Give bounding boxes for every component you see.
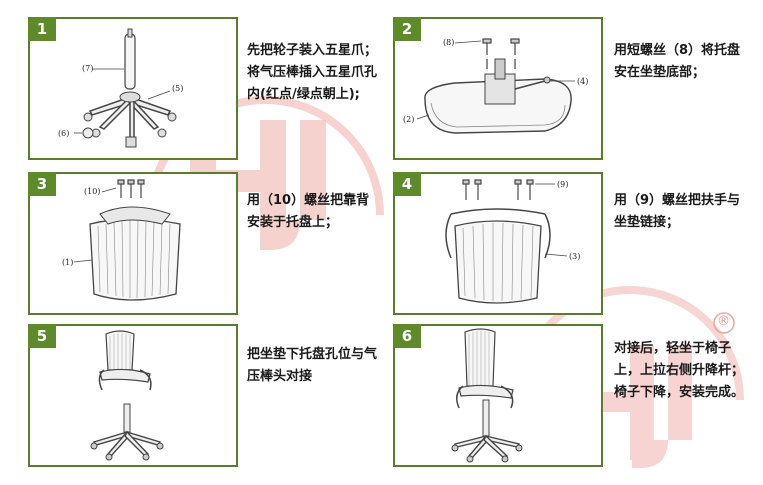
step-3-label-10: (10) (84, 187, 100, 196)
step-4-text: 用（9）螺丝把扶手与坐垫链接； (614, 193, 741, 230)
step-1-label-6: (6) (58, 129, 69, 138)
step-6-panel: 6 (393, 324, 603, 467)
step-4-number: 4 (393, 172, 421, 196)
step-2-label-8: (8) (443, 38, 454, 47)
step-2-panel: (8) (4) (2) 2 (393, 17, 603, 160)
step-4-illustration: (9) (3) (445, 179, 580, 304)
registered-mark: ® (717, 314, 730, 329)
step-3-panel: (10) (1) 3 (28, 172, 238, 315)
step-6-illustration (451, 328, 523, 463)
step-5-illustration (90, 330, 164, 461)
step-1-number: 1 (28, 17, 56, 41)
step-1-panel: (7) (5) (6) 1 (28, 17, 238, 160)
step-4-label-3: (3) (569, 252, 580, 261)
step-4-panel: (9) (3) 4 (393, 172, 603, 315)
step-2-illustration: (8) (4) (2) (403, 38, 588, 134)
step-3-illustration: (10) (1) (62, 179, 181, 301)
step-6-number: 6 (393, 324, 421, 348)
step-1-label-5: (5) (172, 84, 183, 93)
step-1-text: 先把轮子装入五星爪；将气压棒插入五星爪孔内(红点/绿点朝上); (247, 43, 378, 102)
step-2-label-2: (2) (403, 115, 414, 124)
step-5-number: 5 (28, 324, 56, 348)
step-3-number: 3 (28, 172, 56, 196)
step-3-text: 用（10）螺丝把靠背安装于托盘上； (247, 193, 370, 230)
step-5-text: 把坐垫下托盘孔位与气压棒头对接 (247, 347, 378, 384)
step-6-text: 对接后，轻坐于椅子上，上拉右侧升降杆；椅子下降，安装完成。 (614, 341, 745, 400)
step-2-text: 用短螺丝（8）将托盘安在坐垫底部； (614, 43, 741, 80)
step-3-label-1: (1) (62, 258, 73, 267)
step-2-number: 2 (393, 17, 421, 41)
step-2-label-4: (4) (577, 77, 588, 86)
step-1-illustration: (7) (5) (6) (58, 28, 183, 148)
step-4-label-9: (9) (557, 180, 568, 189)
step-5-panel: 5 (28, 324, 238, 467)
step-1-label-7: (7) (82, 64, 93, 73)
